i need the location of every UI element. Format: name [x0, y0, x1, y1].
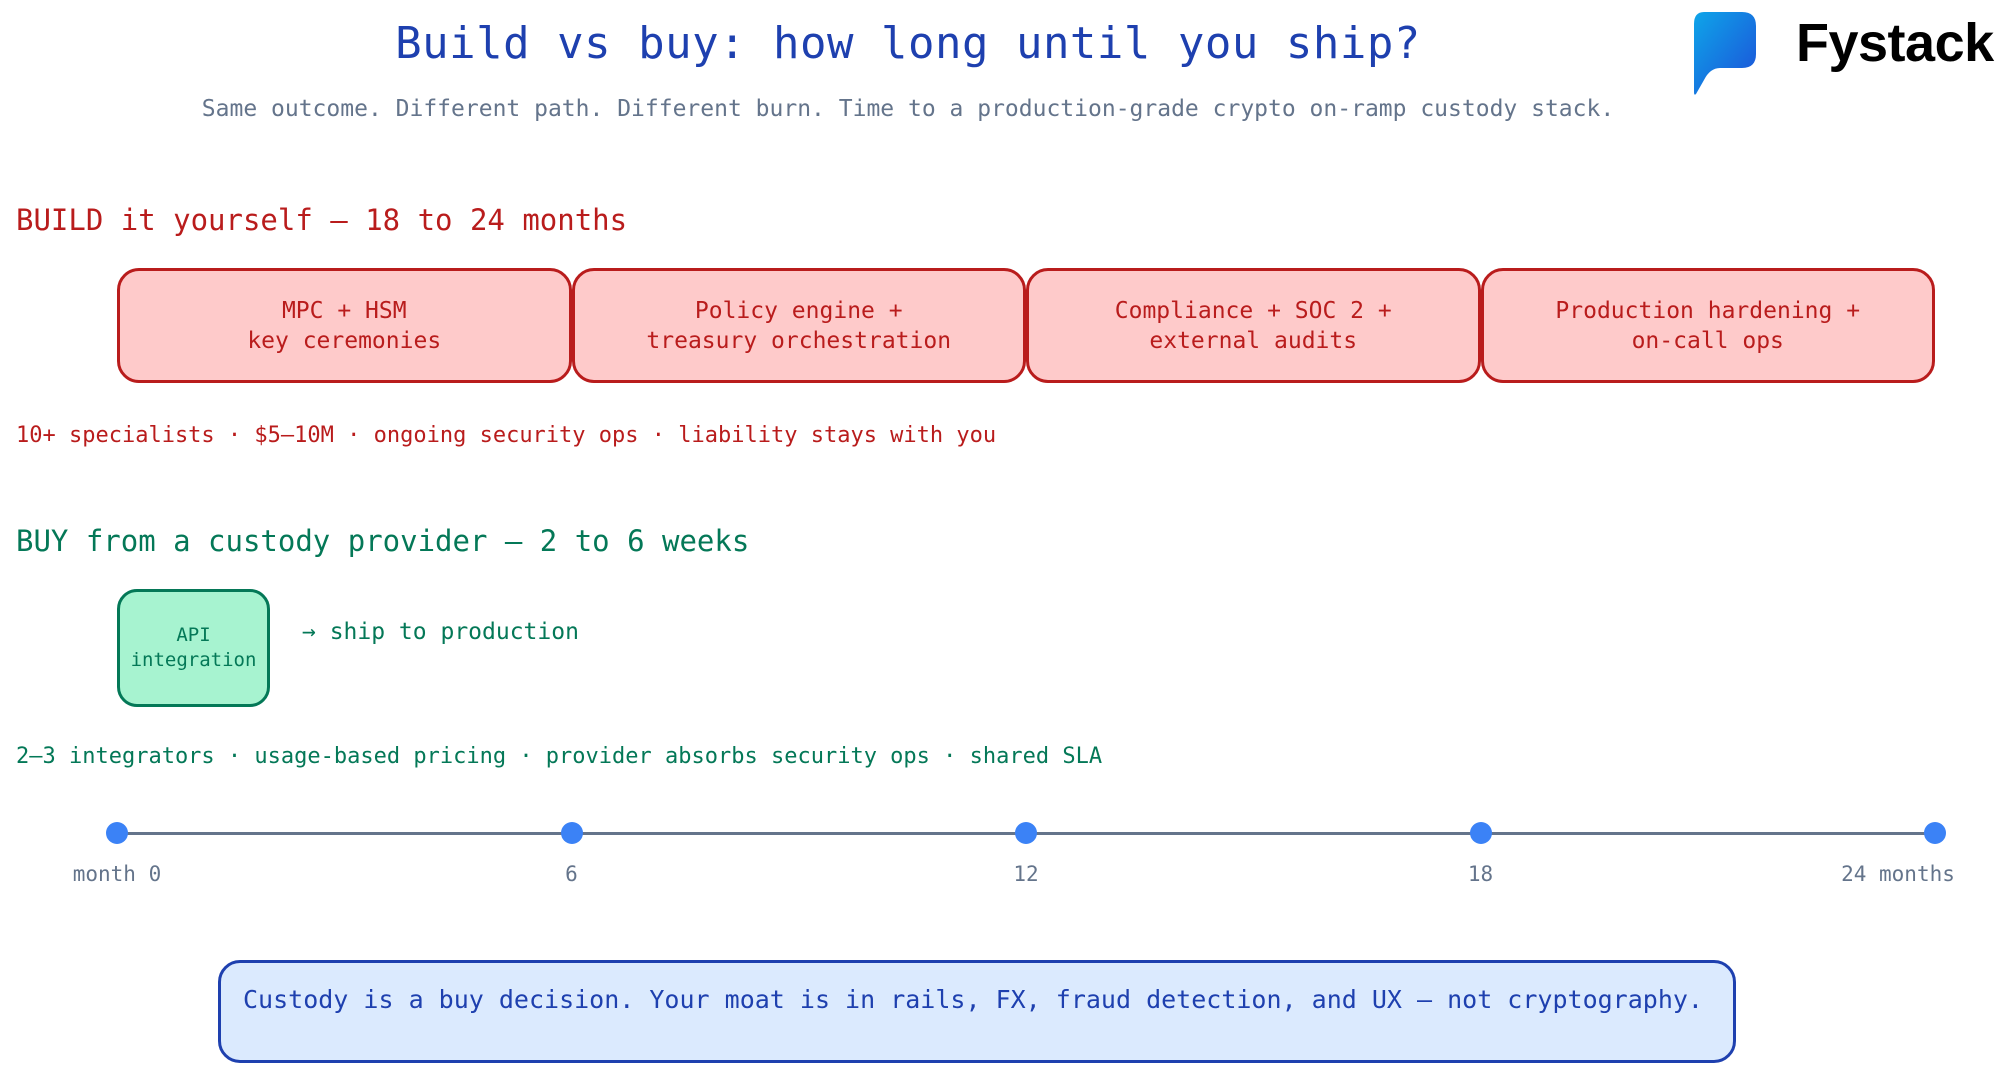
- buy-meta: 2–3 integrators · usage-based pricing · …: [16, 744, 1103, 769]
- build-phase: MPC + HSM key ceremonies: [117, 268, 572, 383]
- timeline-tick-label: 12: [1013, 862, 1039, 886]
- build-phase: Production hardening + on-call ops: [1480, 268, 1935, 383]
- build-phase-label: MPC + HSM key ceremonies: [247, 297, 442, 354]
- build-meta: 10+ specialists · $5–10M · ongoing secur…: [16, 423, 997, 448]
- timeline-dot: [1924, 822, 1946, 844]
- timeline-tick-label: month 0: [72, 862, 162, 886]
- timeline-dot: [1469, 822, 1492, 844]
- build-phase: Policy engine + treasury orchestration: [571, 268, 1026, 383]
- build-heading: BUILD it yourself — 18 to 24 months: [16, 203, 628, 237]
- timeline-tick-label: 6: [565, 862, 578, 886]
- brand-logo: Fystack: [1690, 6, 1994, 95]
- build-phase-label: Production hardening + on-call ops: [1555, 297, 1861, 354]
- page-subtitle: Same outcome. Different path. Different …: [201, 96, 1615, 122]
- build-phase-label: Policy engine + treasury orchestration: [646, 297, 952, 354]
- page-title: Build vs buy: how long until you ship?: [395, 18, 1421, 69]
- api-integration-box: API integration: [117, 589, 270, 707]
- timeline-tick-label: 24 months: [1841, 862, 1955, 886]
- fystack-logo-icon: [1694, 12, 1756, 95]
- timeline-dot: [106, 822, 128, 844]
- api-integration-label: API integration: [130, 624, 257, 671]
- buy-heading: BUY from a custody provider — 2 to 6 wee…: [16, 524, 750, 558]
- timeline-tick-label: 18: [1467, 862, 1494, 886]
- timeline-dot: [560, 822, 583, 844]
- build-phase-label: Compliance + SOC 2 + external audits: [1114, 297, 1392, 354]
- ship-to-production-label: → ship to production: [302, 619, 579, 645]
- build-phase: Compliance + SOC 2 + external audits: [1026, 268, 1481, 383]
- conclusion-callout: Custody is a buy decision. Your moat is …: [218, 960, 1736, 1063]
- logo-text: Fystack: [1796, 13, 1994, 73]
- timeline-dot: [1015, 822, 1037, 844]
